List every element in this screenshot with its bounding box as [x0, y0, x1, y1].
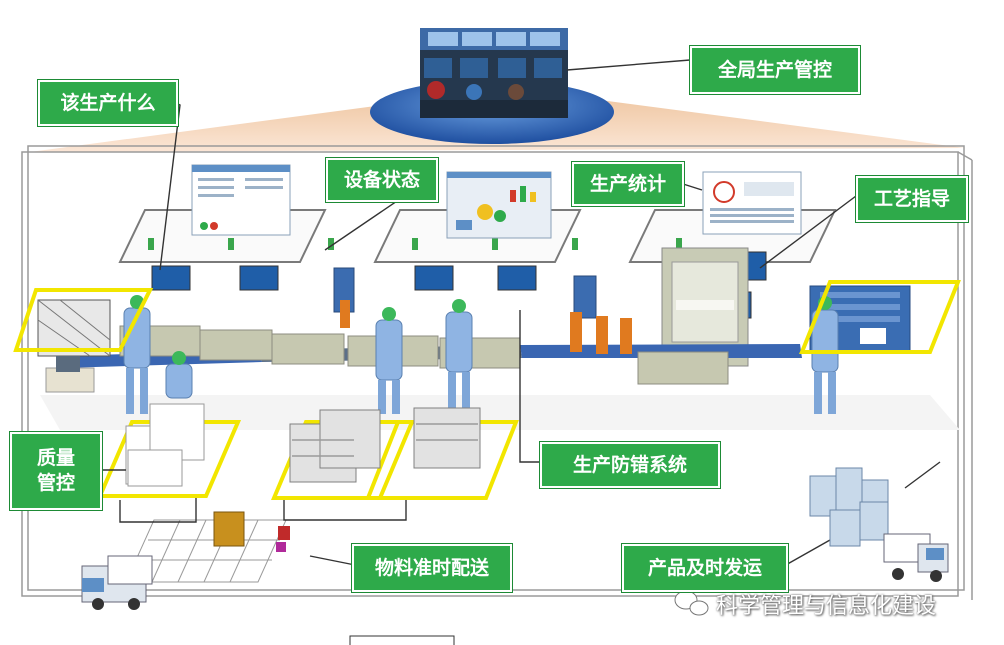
callout-quality-control: 质量 管控 [10, 432, 102, 510]
caption-stub [349, 635, 455, 645]
robot-arms [340, 300, 632, 354]
factory-floor [40, 395, 960, 430]
product-buildings [809, 467, 889, 547]
signal-lights [148, 238, 682, 250]
raw-material-cage [37, 299, 111, 357]
control-cabinets [333, 267, 597, 319]
callout-quality-line1: 质量 [36, 447, 75, 470]
inspection-desk [45, 356, 95, 393]
callout-production-stats: 生产统计 [572, 162, 684, 206]
quality-boxes [125, 403, 205, 487]
watermark-text: 科学管理与信息化建设 [716, 594, 937, 619]
cart-shelves [292, 423, 478, 457]
production-plan-screen [191, 164, 291, 236]
truck-left [81, 555, 153, 610]
callout-process-guidance: 工艺指导 [856, 176, 968, 222]
control-room-photo [420, 28, 568, 118]
callout-error-proofing: 生产防错系统 [540, 442, 720, 488]
material-pallets [213, 511, 290, 552]
production-statistics-screen [702, 171, 802, 235]
material-carts [289, 407, 481, 483]
truck-right [883, 533, 949, 582]
callout-product-shipping: 产品及时发运 [622, 544, 788, 592]
callout-equipment-status: 设备状态 [326, 158, 438, 202]
callout-what-to-produce: 该生产什么 [38, 80, 178, 126]
worker-legs [126, 368, 836, 414]
wechat-icon [674, 590, 709, 616]
callout-material-delivery: 物料准时配送 [352, 544, 512, 592]
equipment-status-screen [446, 171, 552, 239]
callout-quality-line2: 管控 [36, 472, 75, 494]
callout-global-control: 全局生产管控 [690, 46, 860, 94]
